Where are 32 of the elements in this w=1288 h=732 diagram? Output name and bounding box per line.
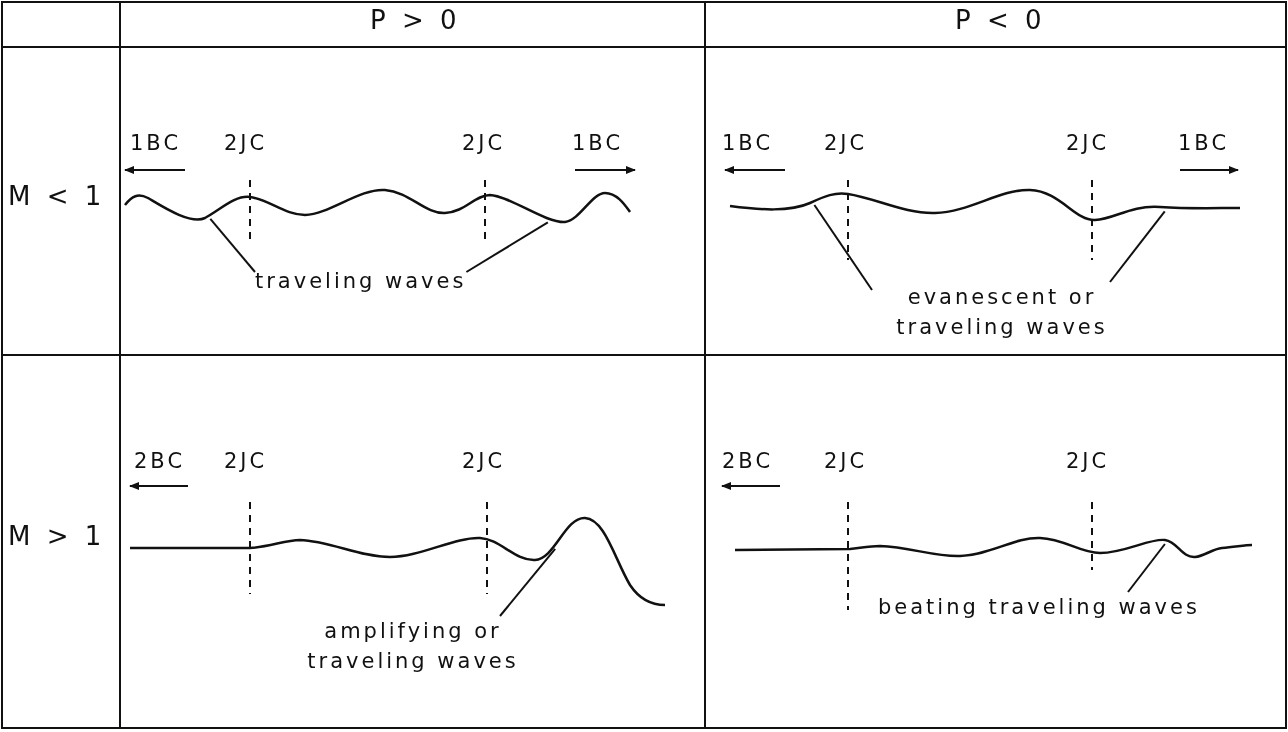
leader-line bbox=[499, 547, 557, 617]
column-header: P < 0 bbox=[955, 4, 1046, 37]
junction-label: 2JC bbox=[462, 130, 506, 157]
junction-label: 2JC bbox=[1066, 130, 1110, 157]
wave-curve bbox=[735, 536, 1253, 559]
junction-label: 2JC bbox=[824, 130, 868, 157]
junction-label: 2JC bbox=[1066, 448, 1110, 475]
annotation-text: evanescent or traveling waves bbox=[872, 282, 1132, 342]
junction-label: 2JC bbox=[824, 448, 868, 475]
wave-curve bbox=[124, 188, 631, 224]
boundary-label: 1BC bbox=[1178, 130, 1230, 157]
column-header: P > 0 bbox=[370, 4, 461, 37]
leader-line bbox=[209, 217, 256, 273]
row-header: M < 1 bbox=[8, 180, 106, 213]
junction-label: 2JC bbox=[462, 448, 506, 475]
leader-line bbox=[465, 221, 549, 273]
boundary-label: 1BC bbox=[130, 130, 182, 157]
boundary-label: 2BC bbox=[134, 448, 186, 475]
junction-label: 2JC bbox=[224, 130, 268, 157]
wave-curve bbox=[729, 188, 1240, 222]
annotation-text: amplifying or traveling waves bbox=[278, 616, 548, 676]
annotation-text: beating traveling waves bbox=[878, 592, 1200, 622]
leader-line bbox=[1127, 543, 1166, 593]
leader-line bbox=[813, 203, 873, 291]
annotation-text: traveling waves bbox=[255, 266, 467, 296]
boundary-label: 1BC bbox=[572, 130, 624, 157]
junction-label: 2JC bbox=[224, 448, 268, 475]
leader-line bbox=[1109, 210, 1166, 283]
row-header: M > 1 bbox=[8, 520, 106, 553]
boundary-label: 1BC bbox=[722, 130, 774, 157]
boundary-label: 2BC bbox=[722, 448, 774, 475]
wave-curve bbox=[130, 516, 666, 607]
